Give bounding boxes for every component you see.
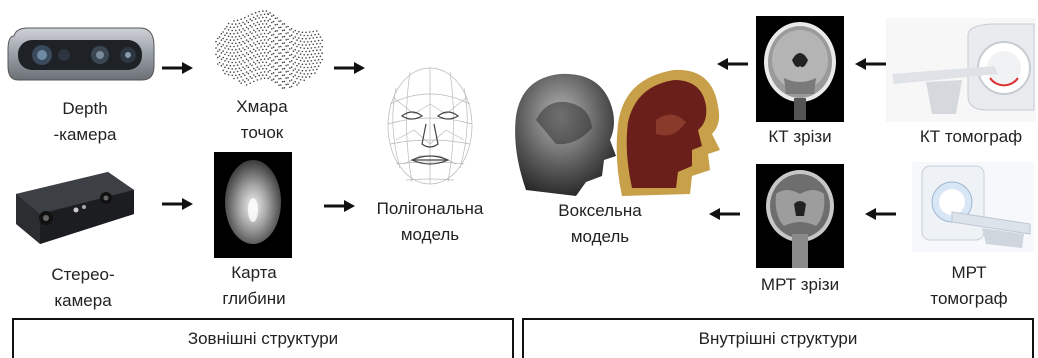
label-ct-slices: КТ зрізи [748,124,852,150]
label-mri-scanner-line1: МРТ [914,260,1024,286]
ct-scanner-image [886,18,1036,122]
arrow-ctscanner-to-ctslice [854,56,886,72]
label-depth-camera-line1: Depth [40,96,130,122]
label-point-cloud-line1: Хмара [222,94,302,120]
depth-camera-image [4,22,156,84]
label-polygon-model: Полігональна модель [360,196,500,248]
section-internal-label: Внутрішні структури [699,329,858,349]
arrow-mriscanner-to-mrislice [864,206,896,222]
stereo-camera-image [10,164,138,250]
section-internal-structures: Внутрішні структури [522,318,1034,358]
label-stereo-camera-line2: камера [38,288,128,314]
arrow-depthmap-to-polygon [324,198,356,214]
arrow-mri-to-voxel [708,206,740,222]
arrow-cloud-to-polygon [334,60,366,76]
mri-slice-image [756,164,844,268]
label-ct-scanner: КТ томограф [904,124,1038,150]
label-stereo-camera: Стерео- камера [38,262,128,314]
label-voxel-model-line1: Воксельна [540,198,660,224]
arrow-depth-to-cloud [162,60,194,76]
section-external-structures: Зовнішні структури [12,318,514,358]
label-point-cloud: Хмара точок [222,94,302,146]
label-mri-slices: МРТ зрізи [744,272,856,298]
depth-map-image [214,152,292,258]
label-point-cloud-line2: точок [222,120,302,146]
polygon-model-image [380,64,480,198]
label-depth-camera: Depth -камера [40,96,130,148]
label-mri-scanner-line2: томограф [914,286,1024,312]
label-stereo-camera-line1: Стерео- [38,262,128,288]
label-depth-map-line1: Карта [206,260,302,286]
label-depth-camera-line2: -камера [40,122,130,148]
label-depth-map-line2: глибини [206,286,302,312]
mri-scanner-image [912,162,1034,252]
voxel-model-image [506,60,728,198]
label-mri-scanner: МРТ томограф [914,260,1024,312]
label-voxel-model-line2: модель [540,224,660,250]
arrow-ct-to-voxel [716,56,748,72]
arrow-stereo-to-depthmap [162,196,194,212]
ct-slice-image [756,16,844,122]
label-voxel-model: Воксельна модель [540,198,660,250]
point-cloud-image [208,6,332,94]
section-external-label: Зовнішні структури [188,329,338,349]
label-depth-map: Карта глибини [206,260,302,312]
label-polygon-model-line1: Полігональна [360,196,500,222]
label-polygon-model-line2: модель [360,222,500,248]
